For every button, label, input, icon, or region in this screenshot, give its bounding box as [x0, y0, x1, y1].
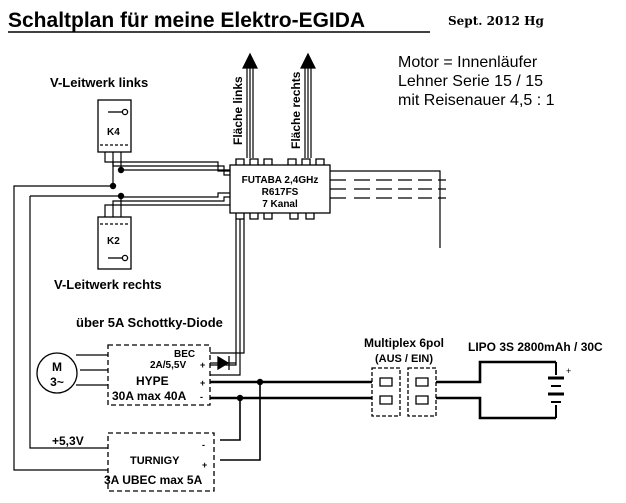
- diode-note: über 5A Schottky-Diode: [76, 315, 223, 330]
- receiver-line3: 7 Kanal: [262, 199, 298, 210]
- connector-state: (AUS / EIN): [375, 353, 433, 365]
- esc-name: HYPE: [136, 374, 169, 388]
- motor-info-line1: Motor = Innenläufer: [398, 54, 538, 71]
- wing-right-arrow: [300, 52, 316, 158]
- servo-left-label: V-Leitwerk links: [50, 75, 148, 90]
- schottky-diode: [210, 355, 236, 371]
- motor-phase: 3~: [50, 375, 64, 389]
- connector-plug: [371, 367, 437, 417]
- esc-box: [107, 344, 211, 406]
- wing-left-arrow: [242, 52, 258, 158]
- ubec-name: TURNIGY: [130, 455, 180, 467]
- esc-bec-rating: 2A/5,5V: [150, 360, 186, 371]
- esc-plus-top: +: [200, 360, 205, 370]
- esc-minus: -: [200, 392, 203, 402]
- esc-plus-mid: +: [200, 378, 205, 388]
- diagram-title: Schaltplan für meine Elektro-EGIDA: [8, 9, 365, 32]
- servo-k2-id: K2: [107, 236, 120, 247]
- receiver-line1: FUTABA 2,4GHz: [242, 175, 319, 186]
- date-note: Sept. 2012 Hg: [448, 14, 545, 28]
- esc-bec-label: BEC: [174, 349, 195, 360]
- connector-name: Multiplex 6pol: [364, 336, 444, 350]
- motor-info-line2: Lehner Serie 15 / 15: [398, 73, 543, 90]
- esc-rating: 30A max 40A: [112, 389, 187, 403]
- battery-label: LIPO 3S 2800mAh / 30C: [468, 340, 603, 354]
- ubec-minus: -: [202, 440, 205, 450]
- wing-left-label: Fläche links: [231, 76, 245, 145]
- motor-letter: M: [52, 360, 62, 374]
- ubec-rating: 3A UBEC max 5A: [104, 473, 203, 487]
- ubec-plus: +: [202, 460, 207, 470]
- junction-dots: [109, 166, 264, 402]
- motor-info-line3: mit Reisenauer 4,5 : 1: [398, 92, 555, 109]
- servo-right-label: V-Leitwerk rechts: [54, 277, 162, 292]
- servo-k4: [97, 99, 132, 153]
- servo-k4-id: K4: [107, 127, 120, 138]
- receiver-line2: R617FS: [262, 187, 299, 198]
- servo-k2: [97, 216, 132, 270]
- motor-symbol: [36, 352, 78, 394]
- voltage-label: +5,3V: [52, 434, 84, 448]
- battery-symbol: [548, 362, 564, 418]
- ubec-box: [107, 432, 215, 492]
- wing-right-label: Fläche rechts: [289, 71, 303, 149]
- battery-plus: +: [566, 366, 571, 376]
